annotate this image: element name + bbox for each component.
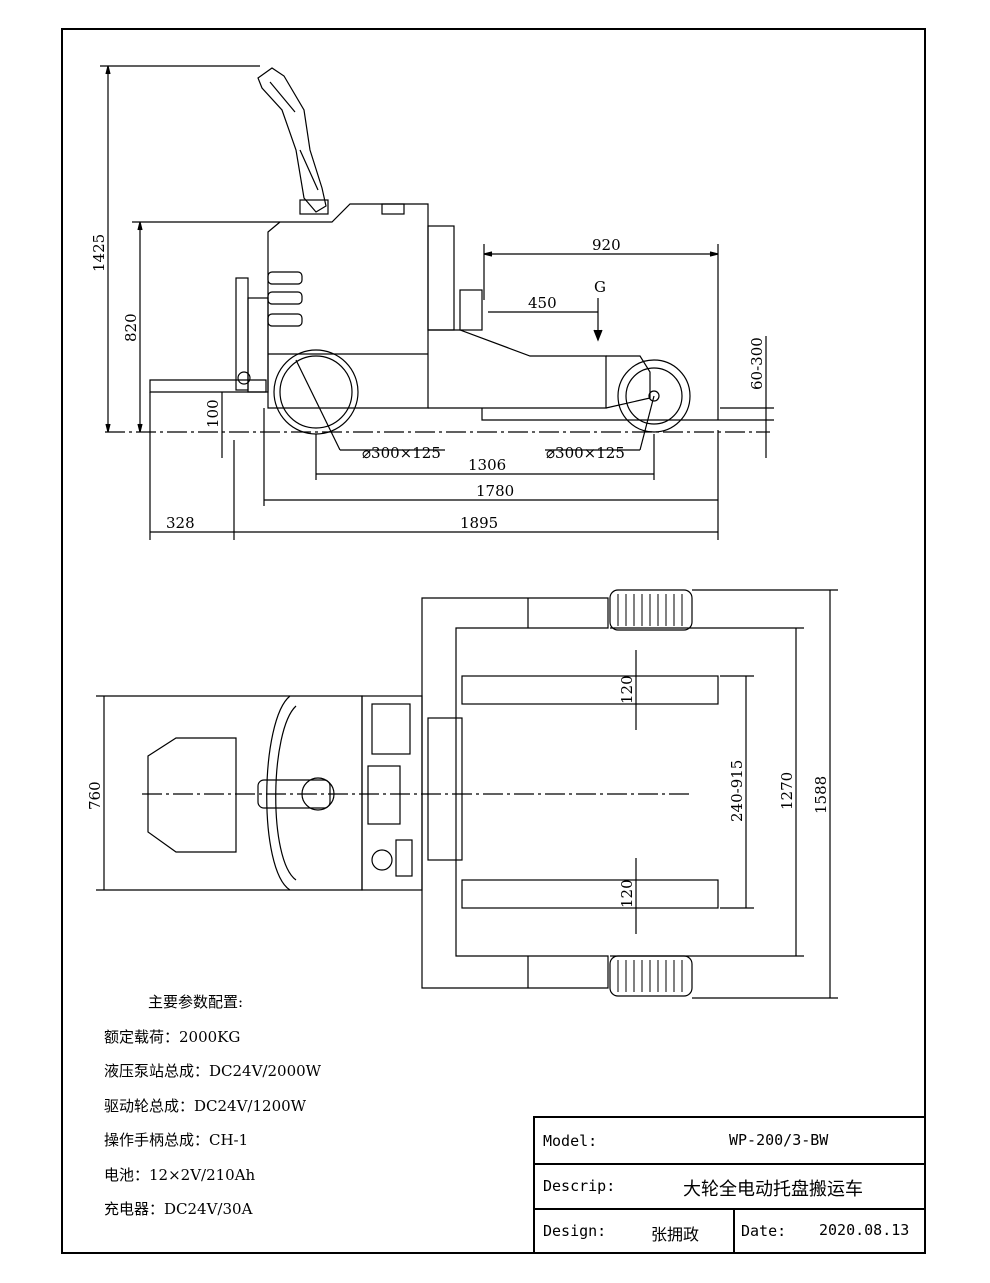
design-value: 张拥政 (651, 1225, 700, 1244)
dim-120-top: 120 (618, 675, 636, 704)
title-row-descrip: Descrip: 大轮全电动托盘搬运车 (535, 1163, 925, 1210)
dim-front-wheel: ⌀300×125 (362, 444, 441, 462)
descrip-value: 大轮全电动托盘搬运车 (683, 1179, 863, 1200)
spec-line: 充电器：DC24V/30A (104, 1200, 253, 1218)
dim-760: 760 (86, 781, 104, 810)
design-label: Design: (543, 1222, 607, 1240)
top-view (96, 589, 838, 999)
spec-line: 驱动轮总成：DC24V/1200W (104, 1096, 307, 1115)
date-label: Date: (741, 1222, 787, 1240)
dim-820: 820 (122, 313, 140, 342)
dim-450: 450 (528, 294, 557, 312)
dim-100: 100 (204, 399, 222, 428)
dim-1270: 1270 (778, 772, 796, 810)
side-view (100, 65, 774, 540)
descrip-label: Descrip: (543, 1177, 616, 1195)
dim-1895: 1895 (460, 514, 498, 532)
spec-line: 额定载荷：2000KG (104, 1027, 241, 1046)
dim-1588: 1588 (812, 776, 830, 814)
title-block: Model: WP-200/3-BW Descrip: 大轮全电动托盘搬运车 D… (533, 1116, 925, 1253)
spec-list: 主要参数配置: 额定载荷：2000KG 液压泵站总成：DC24V/2000W 驱… (104, 985, 404, 1227)
dim-60-300: 60-300 (748, 337, 766, 390)
tiller-handle (257, 67, 329, 215)
rear-wheel (617, 359, 691, 451)
date-value: 2020.08.13 (819, 1221, 910, 1239)
spec-line: 操作手柄总成：CH-1 (104, 1131, 249, 1149)
model-value: WP-200/3-BW (729, 1131, 829, 1149)
spec-line: 液压泵站总成：DC24V/2000W (104, 1062, 322, 1080)
dim-1780: 1780 (476, 482, 514, 500)
dim-120-bottom: 120 (618, 879, 636, 908)
dim-920: 920 (592, 236, 621, 254)
design-date-divider (733, 1208, 735, 1253)
spec-line: 电池：12×2V/210Ah (104, 1165, 256, 1184)
title-row-design: Design: 张拥政 Date: 2020.08.13 (535, 1208, 925, 1253)
dim-rear-wheel: ⌀300×125 (546, 444, 625, 462)
chassis-body (149, 203, 720, 421)
dim-328: 328 (166, 514, 195, 532)
dim-g: G (594, 278, 606, 296)
title-row-model: Model: WP-200/3-BW (535, 1118, 925, 1165)
drawing-border (61, 28, 926, 1254)
model-label: Model: (543, 1132, 598, 1150)
dim-240-915: 240-915 (728, 760, 746, 822)
spec-title: 主要参数配置: (148, 993, 244, 1011)
dim-1425: 1425 (90, 234, 108, 272)
dim-1306: 1306 (468, 456, 506, 474)
